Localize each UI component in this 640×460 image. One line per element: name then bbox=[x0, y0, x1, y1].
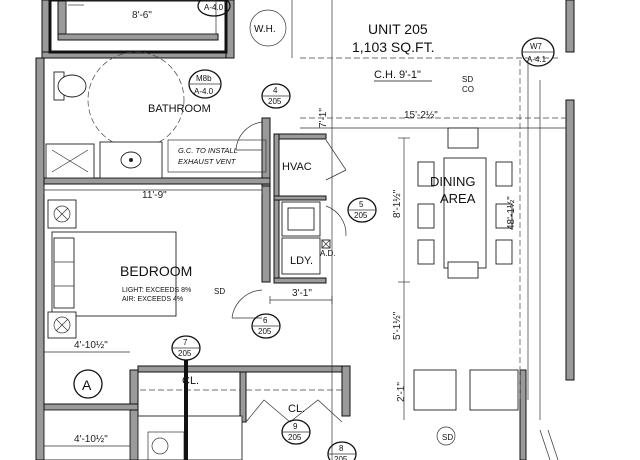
tag-8-top: 8 bbox=[339, 444, 344, 453]
exhaust-note-2: EXHAUST VENT bbox=[178, 157, 237, 166]
tag-w7-bottom: A-4.1 bbox=[527, 55, 547, 64]
callout-tags: A-4.0 M8b A-4.0 4 205 5 205 6 205 bbox=[171, 0, 555, 460]
unit-area: 1,103 SQ.FT. bbox=[352, 39, 434, 55]
tag-6-top: 6 bbox=[263, 316, 268, 325]
bedroom-label: BEDROOM bbox=[120, 263, 192, 279]
tag-a40: A-4.0 bbox=[197, 0, 231, 17]
smoke-detector-1: SD bbox=[214, 287, 225, 296]
laundry-label: LDY. bbox=[290, 255, 313, 267]
tag-5-top: 5 bbox=[359, 200, 364, 209]
tag-7-top: 7 bbox=[183, 338, 188, 347]
dim-laundry-width: 3'-1" bbox=[292, 288, 312, 299]
dim-top: 8'-6" bbox=[132, 10, 152, 21]
water-heater-label: W.H. bbox=[254, 24, 276, 35]
tag-5-bottom: 205 bbox=[354, 211, 368, 220]
dim-dining-height: 48'-1½" bbox=[506, 196, 517, 230]
dim-bath-width: 11'-9" bbox=[142, 190, 167, 201]
tag-w7: W7 A-4.1 bbox=[521, 37, 555, 67]
bedroom-air-note: AIR: EXCEEDS 4% bbox=[122, 296, 183, 303]
tag-w7-top: W7 bbox=[530, 42, 543, 51]
ad-label: A.D. bbox=[320, 249, 336, 258]
bedroom-light-note: LIGHT: EXCEEDS 8% bbox=[122, 287, 191, 294]
grid-marker-label: A bbox=[82, 377, 92, 393]
closet-label-2: CL. bbox=[288, 403, 305, 415]
tag-8-bottom: 205 bbox=[334, 455, 348, 460]
bathroom-label: BATHROOM bbox=[148, 103, 211, 115]
grid-marker-circle bbox=[73, 369, 103, 399]
dim-small-top: 7'-1" bbox=[318, 108, 329, 128]
dim-small-bottom: 2'-1" bbox=[396, 382, 407, 402]
tag-m8b-top: M8b bbox=[196, 74, 212, 83]
dining-label-2: AREA bbox=[440, 191, 476, 206]
tag-7-bottom: 205 bbox=[178, 349, 192, 358]
dim-col-left: 5'-1½" bbox=[392, 311, 403, 340]
tag-5-205: 5 205 bbox=[347, 197, 377, 223]
smoke-detector-co-2: CO bbox=[462, 85, 474, 94]
closet-label-1: CL. bbox=[182, 375, 199, 387]
dim-left-lower-1: 4'-10½" bbox=[74, 340, 108, 351]
tag-8-205: 8 205 bbox=[327, 441, 357, 460]
tag-9-bottom: 205 bbox=[288, 433, 302, 442]
tag-9-top: 9 bbox=[293, 422, 298, 431]
exhaust-note-1: G.C. TO INSTALL bbox=[178, 146, 238, 155]
tag-m8b-bottom: A-4.0 bbox=[194, 87, 214, 96]
tag-9-205: 9 205 bbox=[281, 419, 311, 445]
dim-hvac-height: 8'-1½" bbox=[392, 189, 403, 218]
tag-m8b: M8b A-4.0 bbox=[188, 69, 222, 99]
dim-dining-width: 15'-2½" bbox=[404, 110, 438, 121]
tag-7-205: 7 205 bbox=[171, 335, 201, 361]
dining-label-1: DINING bbox=[430, 174, 476, 189]
tag-6-bottom: 205 bbox=[258, 327, 272, 336]
tag-4-205: 4 205 bbox=[261, 83, 291, 109]
dim-left-lower-2: 4'-10½" bbox=[74, 434, 108, 445]
tag-4-top: 4 bbox=[273, 86, 278, 95]
smoke-detector-co-1: SD bbox=[462, 75, 473, 84]
smoke-detector-2: SD bbox=[442, 433, 453, 442]
tag-4-bottom: 205 bbox=[268, 97, 282, 106]
walls bbox=[35, 0, 575, 460]
hvac-label: HVAC bbox=[282, 161, 312, 173]
ceiling-height: C.H. 9'-1" bbox=[374, 69, 421, 81]
tag-a40-top: A-4.0 bbox=[204, 3, 224, 12]
linework bbox=[43, 0, 566, 460]
tag-6-205: 6 205 bbox=[251, 313, 281, 339]
unit-name: UNIT 205 bbox=[368, 21, 428, 37]
labels: 8'-6" W.H. UNIT 205 1,103 SQ.FT. C.H. 9'… bbox=[74, 10, 517, 445]
